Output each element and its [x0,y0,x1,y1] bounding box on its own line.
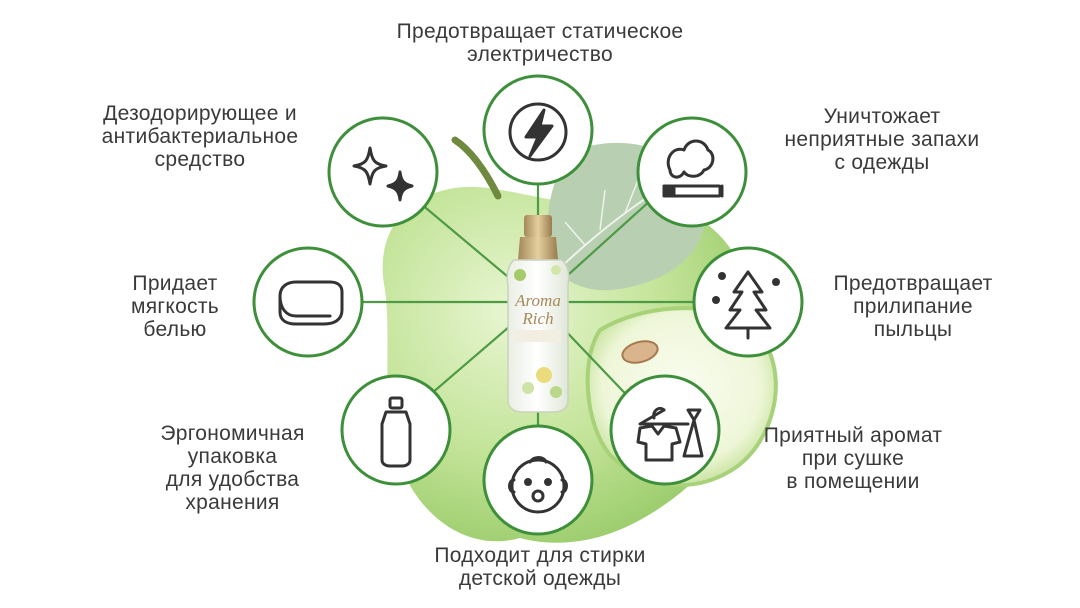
label-bottle-line4: хранения [185,491,280,514]
label-bottle: Эргономичная упаковка для удобства хране… [120,422,345,514]
circle-bottle [340,374,452,486]
label-deodor-line2: антибактериальное [101,125,299,148]
lightning-icon [508,102,568,162]
label-drying-line3: в помещении [786,470,920,493]
label-soft: Придает мягкость белью [100,272,250,341]
label-odor: Уничтожает неприятные запахи с одежды [762,105,1002,174]
label-bottle-line1: Эргономичная [160,422,305,445]
label-bottle-line3: для удобства [165,468,300,491]
label-baby-line2: детской одежды [458,567,622,590]
label-soft-line3: белью [143,318,207,341]
circle-soft [252,246,364,358]
label-drying-line1: Приятный аромат [763,424,943,447]
product-bottle: Aroma Rich [506,215,570,413]
sparkles-icon [352,146,414,202]
label-baby-line1: Подходит для стирки [434,544,646,567]
circle-deodor [327,116,439,228]
circle-pollen [692,246,804,358]
label-odor-line1: Уничтожает [823,105,941,128]
smoke-cigarette-icon [662,139,724,198]
circle-drying [609,374,721,486]
label-bottle-line2: упаковка [187,445,278,468]
circle-odor [636,116,748,228]
pine-tree-pollen-icon [712,270,780,340]
icon-circles [252,74,804,536]
folded-towel-icon [278,280,344,326]
label-baby: Подходит для стирки детской одежды [395,544,685,590]
label-pollen: Предотвращает прилипание пыльцы [808,272,1018,341]
label-soft-line2: мягкость [130,295,220,318]
label-deodor-line1: Дезодорирующее и [103,102,297,125]
label-pollen-line2: прилипание [853,295,973,318]
label-deodor: Дезодорирующее и антибактериальное средс… [70,102,330,171]
label-odor-line2: неприятные запахи [784,128,980,151]
label-antistatic-line2: электричество [467,43,613,66]
label-deodor-line3: средство [154,148,246,171]
label-antistatic-line1: Предотвращает статическое [396,20,684,43]
circle-baby [482,424,594,536]
baby-face-icon [508,456,568,514]
label-pollen-line3: пыльцы [873,318,953,341]
bottle-icon [380,396,412,468]
label-drying-line2: при сушке [801,447,905,470]
label-soft-line1: Придает [132,272,218,295]
label-antistatic: Предотвращает статическое электричество [330,20,750,66]
laundry-hanger-icon [636,406,704,462]
label-odor-line3: с одежды [834,151,930,174]
label-drying: Приятный аромат при сушке в помещении [738,424,968,493]
product-brand-line2: Rich [521,309,553,328]
product-brand-line1: Aroma [514,291,561,310]
label-pollen-line1: Предотвращает [833,272,993,295]
